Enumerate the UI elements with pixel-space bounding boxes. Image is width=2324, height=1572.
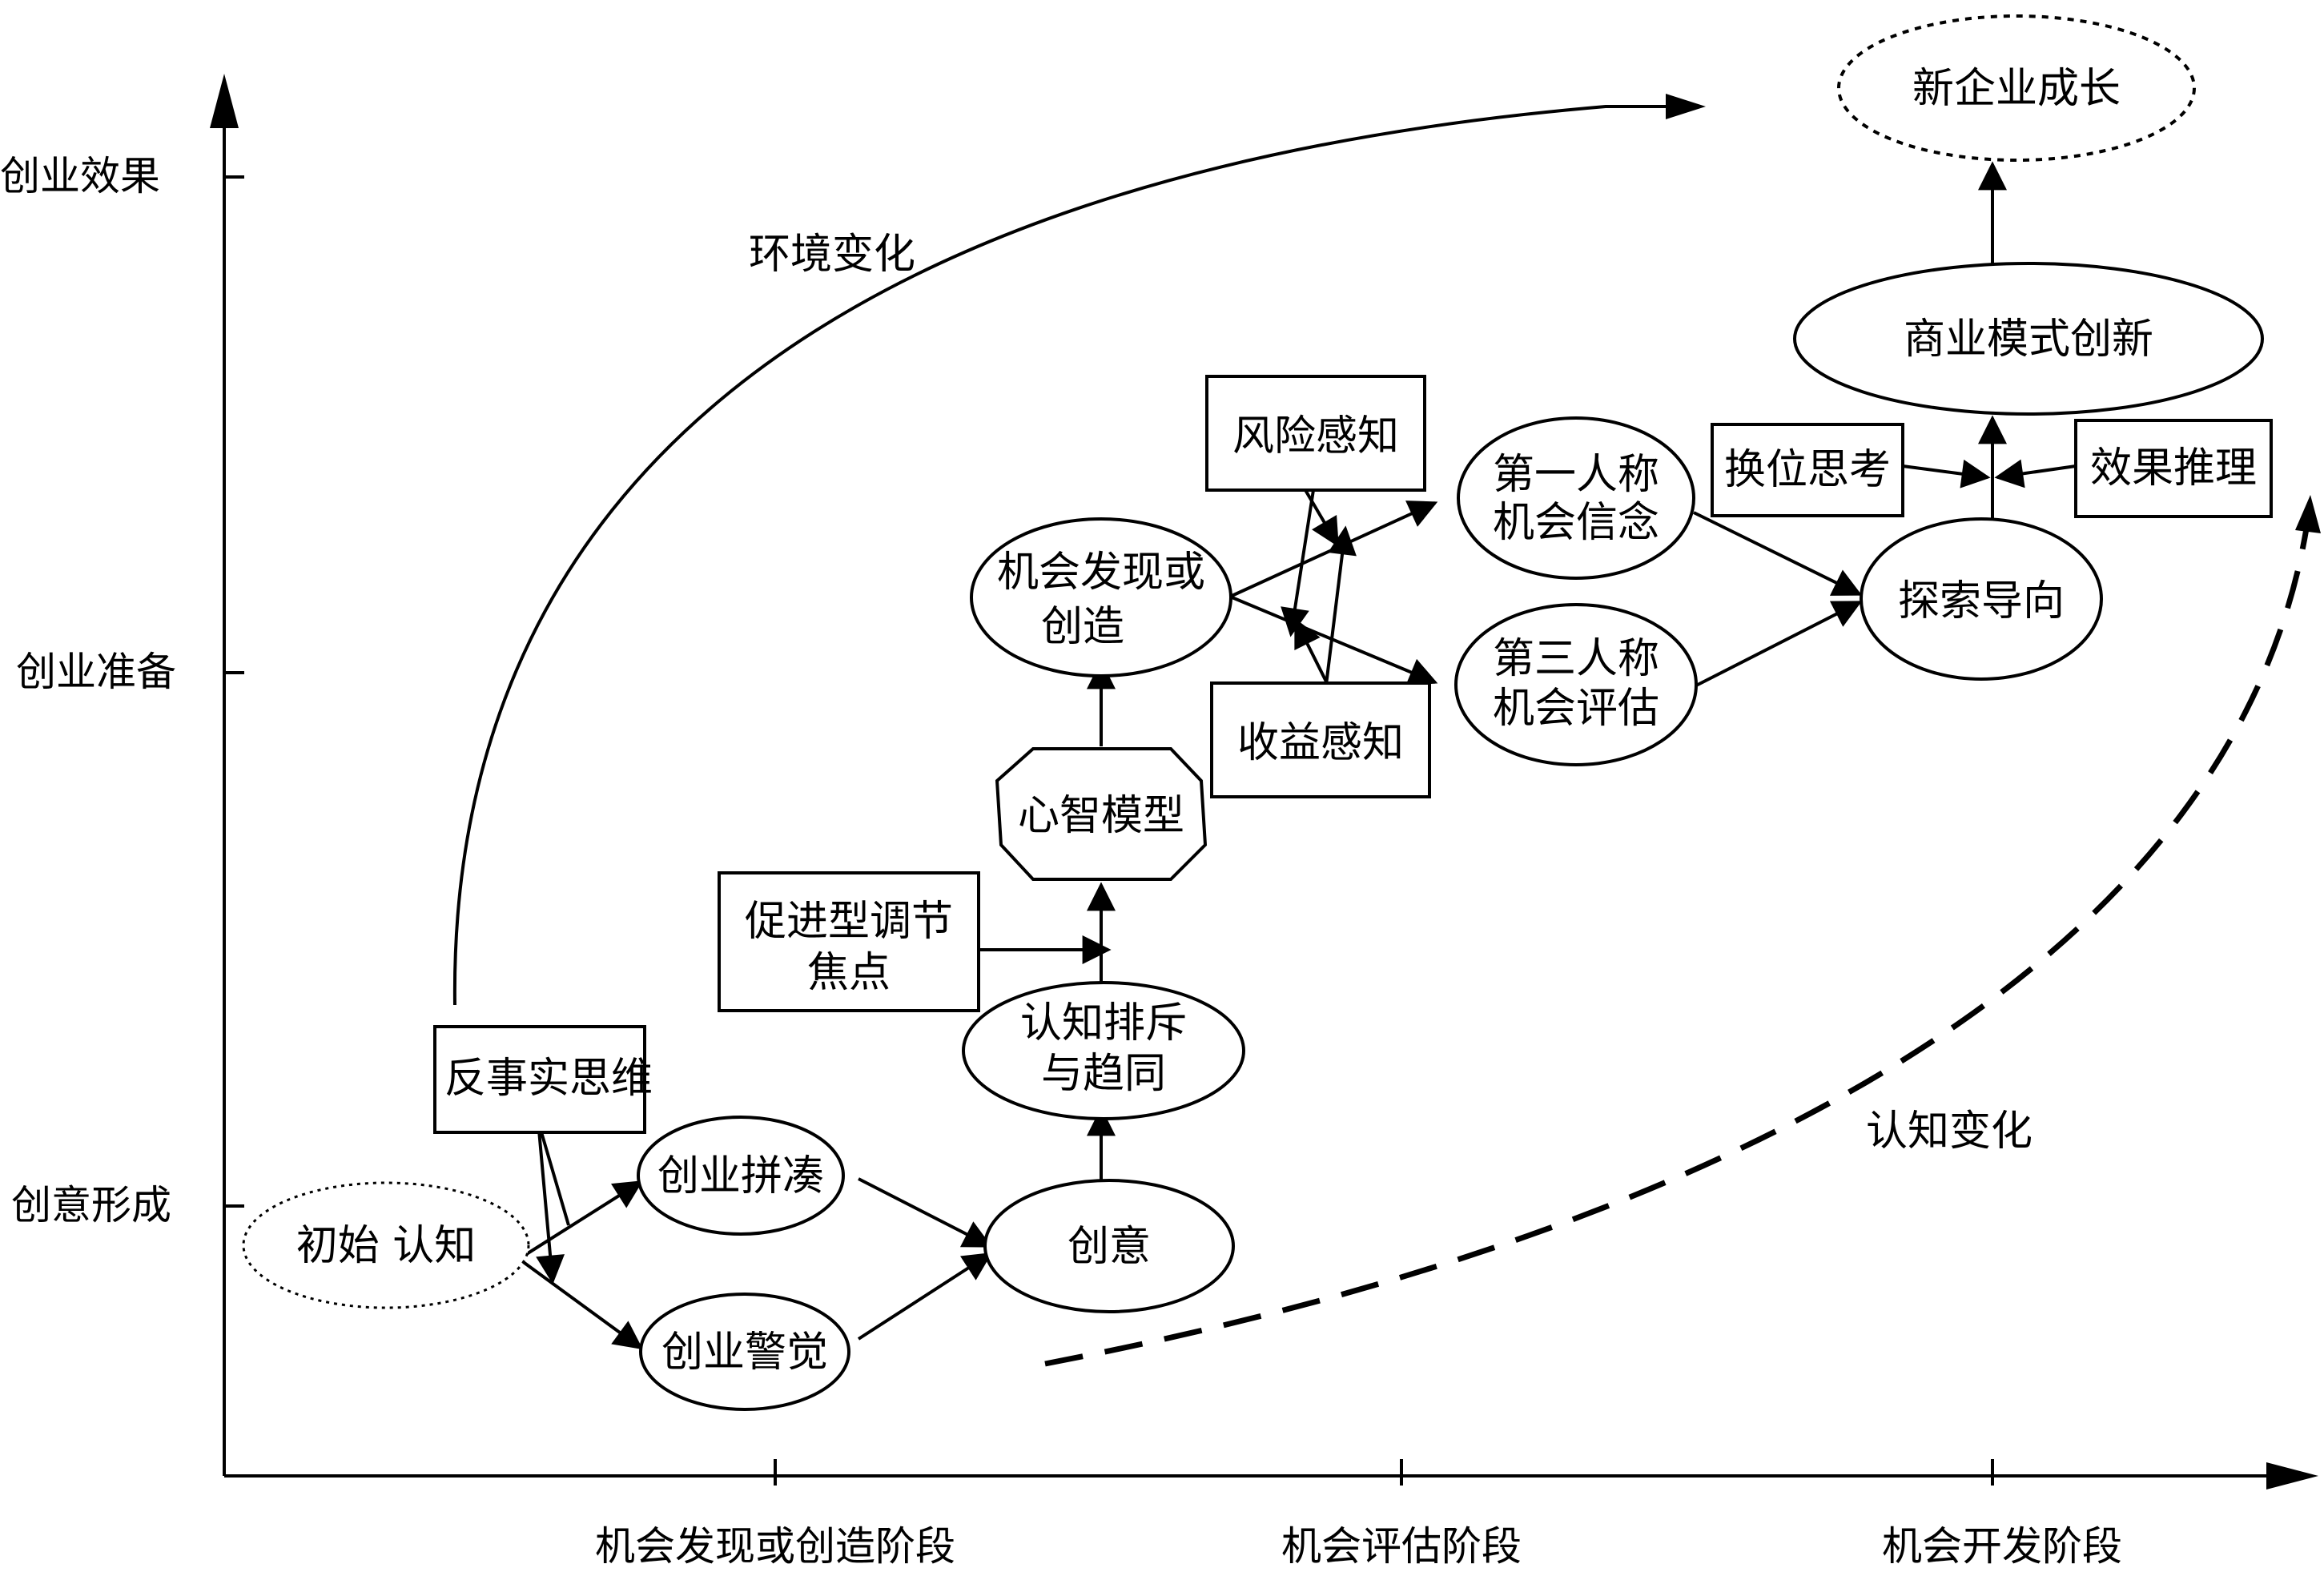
node-idea: 创意 xyxy=(983,1179,1235,1313)
node-label: 收益感知 xyxy=(1237,719,1404,767)
node-effectuation: 效果推理 xyxy=(2074,419,2273,518)
node-label: 心智模型 xyxy=(1018,792,1184,840)
x-stage-label: 机会评估阶段 xyxy=(1281,1523,1522,1570)
node-label: 换位思考 xyxy=(1724,446,1891,494)
connector xyxy=(538,1120,569,1281)
connector xyxy=(1902,459,1991,488)
node-label-line1: 第一人称 xyxy=(1493,451,1659,499)
node-counterfactual-thinking: 反事实思维 xyxy=(433,1025,653,1134)
node-cognitive-exclusion: 认知排斥 与趋同 xyxy=(962,981,1245,1120)
node-label-line2: 与趋同 xyxy=(1041,1050,1166,1098)
connector xyxy=(1281,489,1315,637)
connector xyxy=(1325,525,1357,685)
node-exploration-orientation: 探索导向 xyxy=(1860,517,2103,681)
node-label-line2: 机会评估 xyxy=(1493,685,1659,733)
node-label: 初始 认知 xyxy=(296,1222,476,1270)
y-level-label: 创意形成 xyxy=(11,1182,171,1228)
node-third-person-evaluation: 第三人称 机会评估 xyxy=(1454,603,1698,766)
node-label: 创业拼凑 xyxy=(657,1152,824,1200)
node-label: 风险感知 xyxy=(1232,412,1399,460)
x-stage-label: 机会开发阶段 xyxy=(1882,1523,2122,1570)
node-perspective-taking: 换位思考 xyxy=(1711,423,1904,517)
connectors xyxy=(517,161,2077,1350)
environment-change-label: 环境变化 xyxy=(749,231,915,279)
environment-change-curve: 环境变化 xyxy=(452,94,1706,1006)
y-level-label: 创业效果 xyxy=(0,153,160,199)
node-promotion-focus: 促进型调节 焦点 xyxy=(718,871,980,1012)
node-risk-perception: 风险感知 xyxy=(1205,375,1426,492)
cognitive-change-label: 认知变化 xyxy=(1866,1108,2032,1156)
connector xyxy=(517,1180,644,1260)
y-axis-arrow-icon xyxy=(210,74,239,128)
node-opportunity-discovery: 机会发现或 创造 xyxy=(970,517,1232,677)
node-label: 效果推理 xyxy=(2090,444,2257,493)
connector xyxy=(1294,617,1329,685)
x-stage-label: 机会发现或创造阶段 xyxy=(595,1523,955,1570)
node-label-line2: 机会信念 xyxy=(1493,499,1659,547)
node-label-line1: 促进型调节 xyxy=(745,898,953,946)
axes: 创业效果 创业准备 创意形成 机会发现或创造阶段 机会评估阶段 机会开发阶段 xyxy=(0,74,2318,1570)
connector xyxy=(517,1257,643,1350)
node-new-venture-growth: 新企业成长 xyxy=(1837,14,2196,162)
node-label-line2: 焦点 xyxy=(807,949,891,997)
node-label-line1: 第三人称 xyxy=(1493,635,1659,683)
arrow-head-icon xyxy=(1666,94,1706,119)
nodes: 初始 认知 反事实思维 创业拼凑 创业警觉 创意 认知排斥 与趋同 xyxy=(242,14,2273,1411)
connector xyxy=(1229,501,1438,598)
connector xyxy=(1693,511,1863,596)
node-label: 创意 xyxy=(1068,1223,1151,1271)
node-entrepreneurial-alertness: 创业警觉 xyxy=(639,1293,850,1411)
x-axis-arrow-icon xyxy=(2266,1462,2318,1490)
connector xyxy=(857,1252,993,1341)
node-label: 商业模式创新 xyxy=(1904,316,2153,364)
node-label-line1: 认知排斥 xyxy=(1020,999,1187,1047)
node-label: 创业警觉 xyxy=(661,1329,828,1377)
connector xyxy=(1994,459,2077,488)
node-business-model-innovation: 商业模式创新 xyxy=(1793,262,2264,416)
node-label-line2: 创造 xyxy=(1041,603,1124,651)
node-label: 新企业成长 xyxy=(1912,65,2121,113)
cognitive-change-curve: 认知变化 xyxy=(1044,495,2321,1367)
arrow-head-icon xyxy=(2295,495,2321,533)
node-entrepreneurial-bricolage: 创业拼凑 xyxy=(637,1116,845,1236)
node-initial-cognition: 初始 认知 xyxy=(242,1181,530,1309)
connector xyxy=(1695,601,1863,687)
node-label-line1: 机会发现或 xyxy=(997,549,1205,597)
node-label: 反事实思维 xyxy=(444,1055,653,1103)
y-level-label: 创业准备 xyxy=(16,649,176,695)
node-label: 探索导向 xyxy=(1898,577,2065,625)
node-mental-model: 心智模型 xyxy=(995,747,1208,881)
node-first-person-belief: 第一人称 机会信念 xyxy=(1457,416,1695,580)
node-benefit-perception: 收益感知 xyxy=(1210,681,1431,798)
connector xyxy=(858,1177,993,1248)
connector xyxy=(1304,488,1339,548)
